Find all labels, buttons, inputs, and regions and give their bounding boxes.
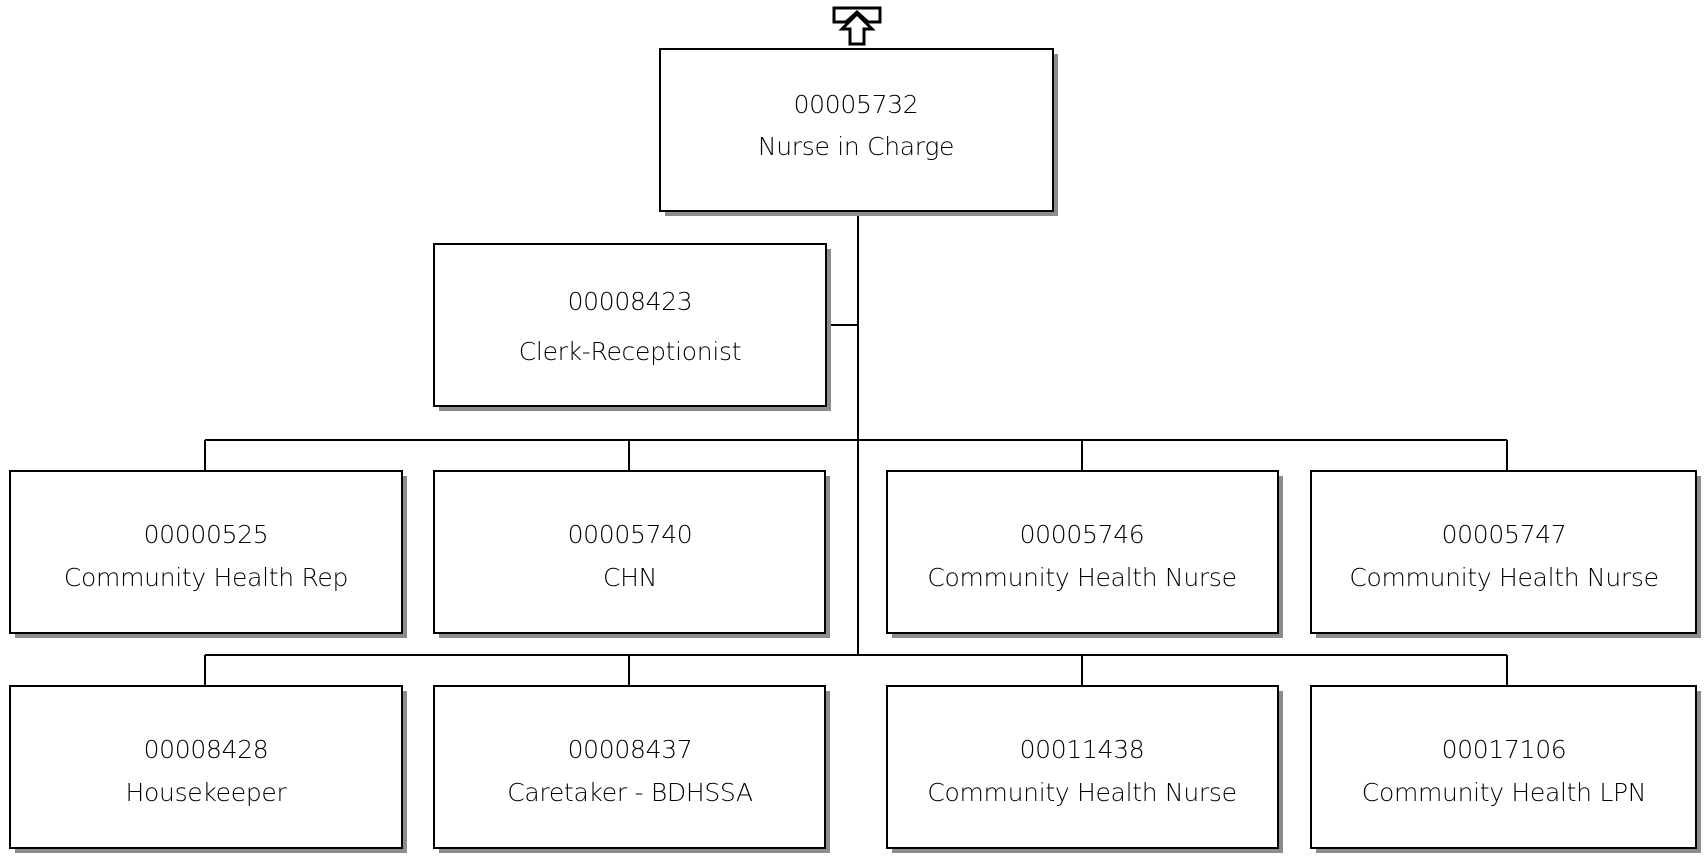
position-title: Caretaker - BDHSSA — [507, 778, 753, 807]
position-number: 00011438 — [1020, 735, 1145, 764]
position-title: Community Health Nurse — [927, 563, 1236, 592]
position-number: 00005747 — [1442, 520, 1567, 549]
position-title: Community Health LPN — [1362, 778, 1646, 807]
position-title: CHN — [603, 563, 657, 592]
position-title: Community Health Nurse — [927, 778, 1236, 807]
position-title: Community Health Rep — [64, 563, 348, 592]
position-number: 00017106 — [1442, 735, 1567, 764]
position-title: Clerk-Receptionist — [519, 337, 741, 366]
position-box-row-1-1[interactable]: 00000525 Community Health Rep — [9, 470, 407, 638]
position-box-row-1-2[interactable]: 00005740 CHN — [433, 470, 830, 638]
position-number: 00005746 — [1020, 520, 1145, 549]
position-number: 00008428 — [144, 735, 269, 764]
position-box-row-2-1[interactable]: 00008428 Housekeeper — [9, 685, 407, 853]
position-title: Community Health Nurse — [1349, 563, 1658, 592]
connectors — [204, 212, 1508, 686]
position-box-row-2-3[interactable]: 00011438 Community Health Nurse — [886, 685, 1283, 853]
position-number: 00008437 — [568, 735, 693, 764]
position-box-row-2-4[interactable]: 00017106 Community Health LPN — [1310, 685, 1701, 853]
position-title: Housekeeper — [126, 778, 288, 807]
position-box-root[interactable]: 00005732 Nurse in Charge — [659, 48, 1058, 216]
position-number: 00005732 — [794, 90, 919, 119]
position-box-row-1-4[interactable]: 00005747 Community Health Nurse — [1310, 470, 1701, 638]
position-box-row-1-3[interactable]: 00005746 Community Health Nurse — [886, 470, 1283, 638]
position-number: 00005740 — [568, 520, 693, 549]
position-number: 00008423 — [568, 287, 693, 316]
position-number: 00000525 — [144, 520, 269, 549]
position-title: Nurse in Charge — [758, 132, 954, 161]
position-box-row-2-2[interactable]: 00008437 Caretaker - BDHSSA — [433, 685, 830, 853]
position-box-assistant[interactable]: 00008423 Clerk-Receptionist — [433, 243, 831, 411]
up-arrow-icon[interactable] — [832, 6, 882, 46]
